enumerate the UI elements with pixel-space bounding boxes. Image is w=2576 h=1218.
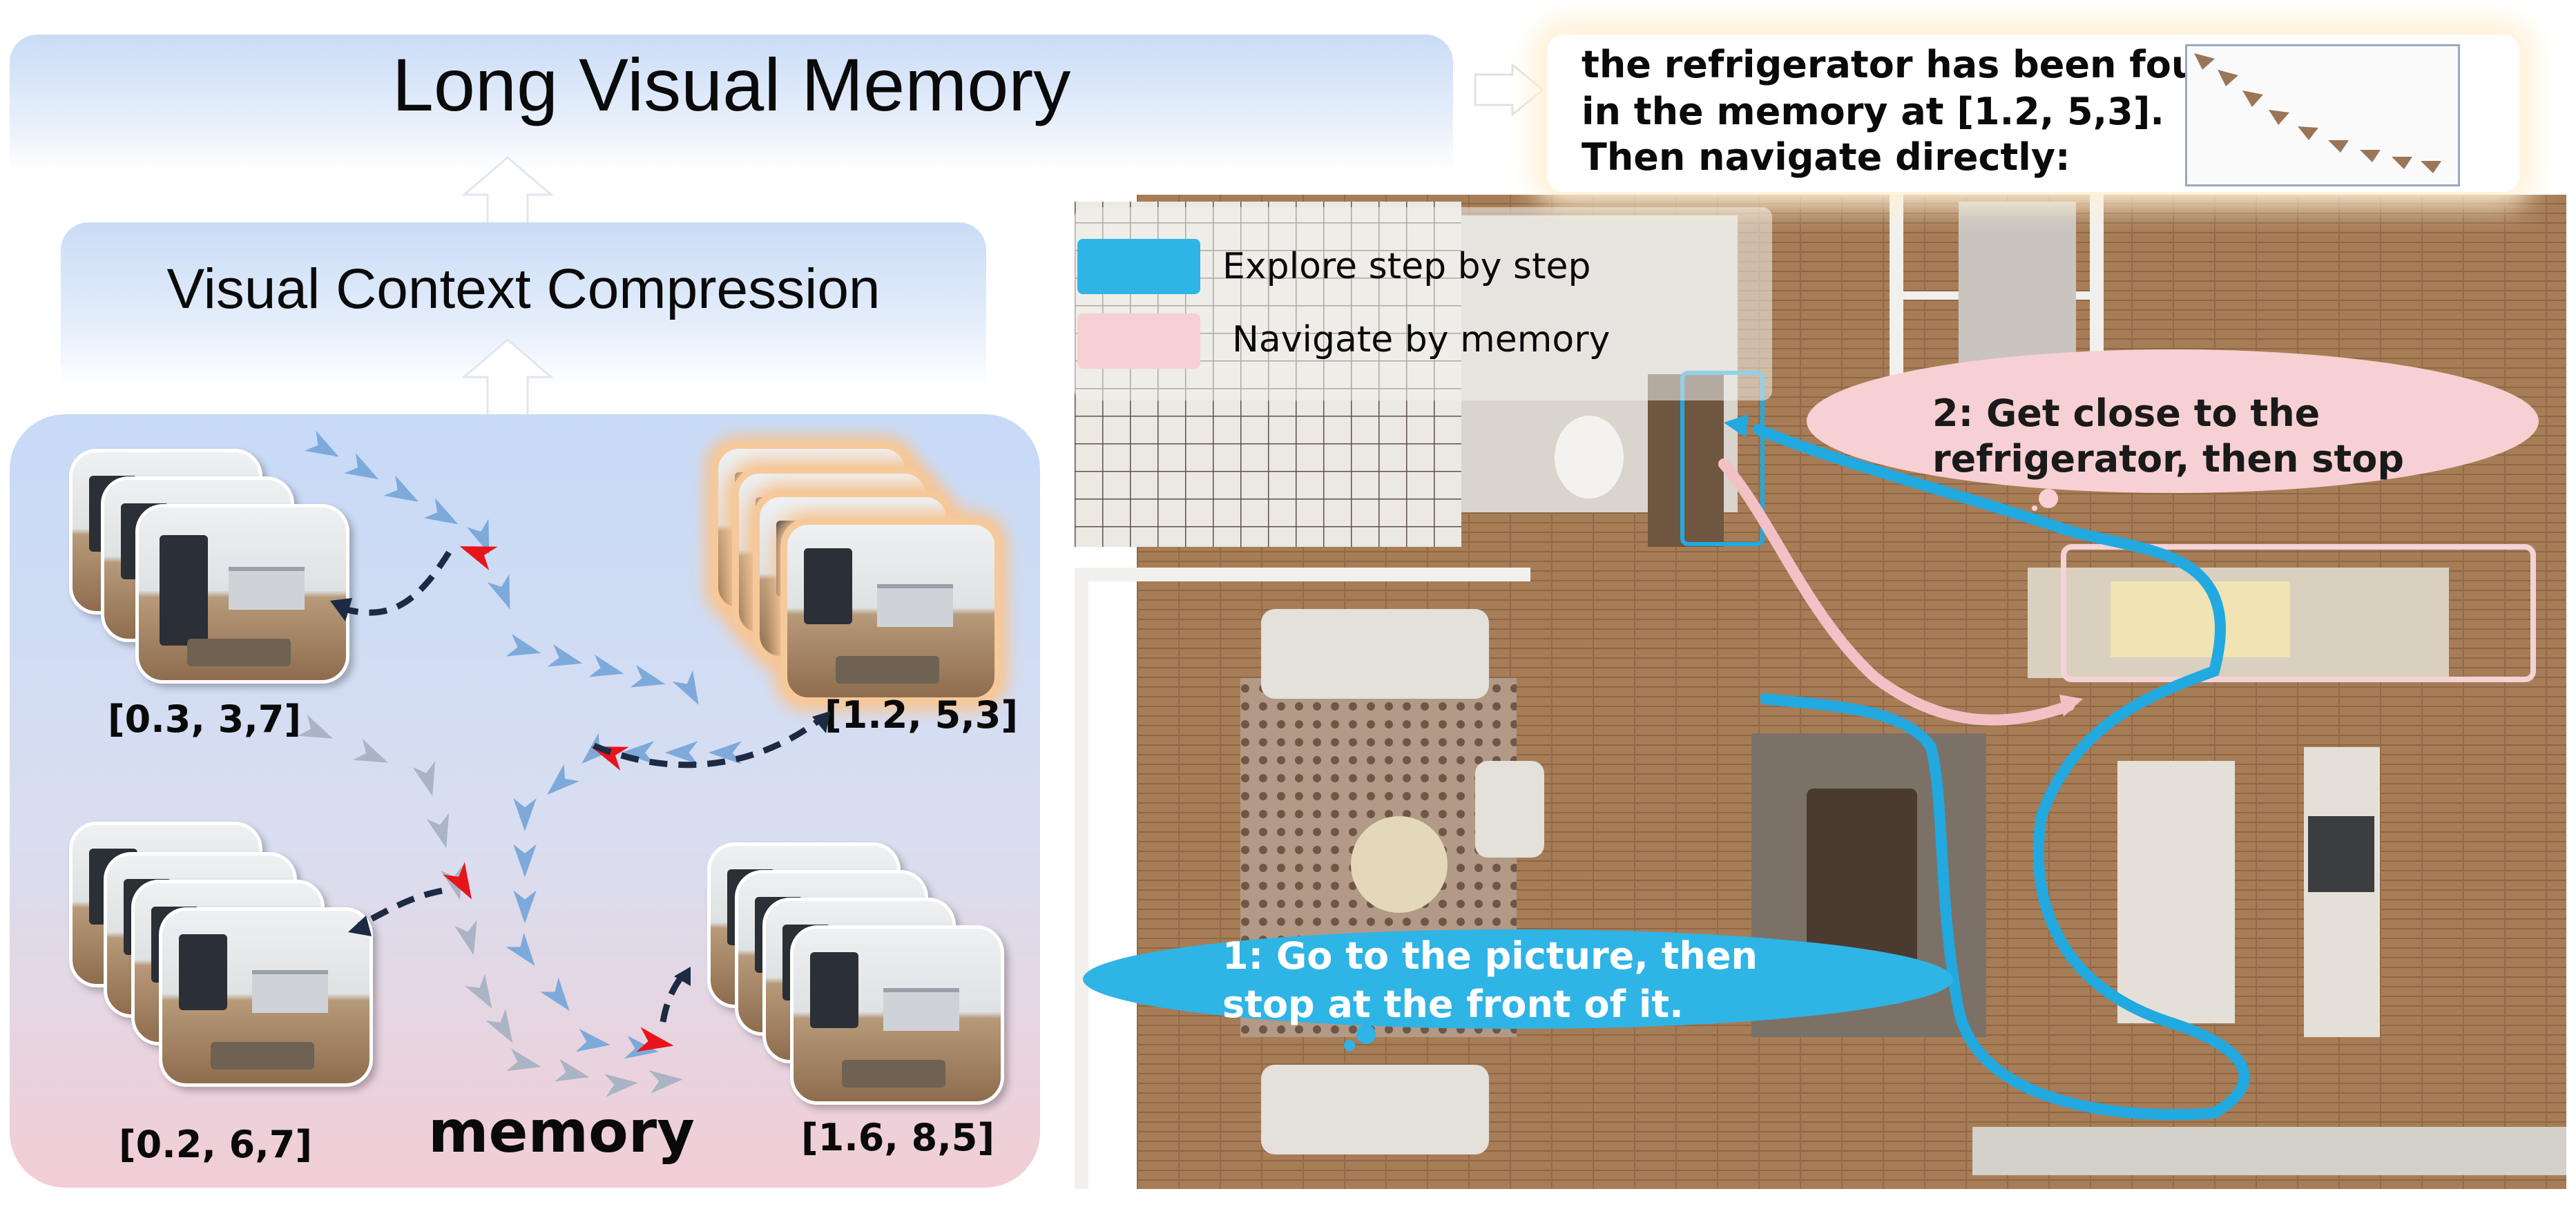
- trajectory-chevron: [540, 977, 570, 1012]
- instruction-1-bubble: [1083, 929, 1953, 1051]
- cabinet-row: [1972, 1127, 2566, 1175]
- info-line: Then navigate directly:: [1582, 135, 2070, 179]
- trajectory-inset: [2185, 44, 2460, 186]
- instruction-2-line: 2: Get close to the: [1932, 392, 2320, 435]
- frame-image: [780, 518, 1001, 704]
- instruction-2-bubble: [1807, 349, 2539, 511]
- sofa: [1261, 609, 1489, 699]
- dashed-link-4: [660, 972, 686, 1023]
- instruction-1-line: stop at the front of it.: [1222, 983, 1684, 1026]
- trajectory-chevron: [636, 1027, 674, 1052]
- info-line: in the memory at [1.2, 5,3].: [1582, 90, 2164, 133]
- trajectory-chevron: [621, 741, 655, 764]
- dashed-link-arrowhead: [330, 598, 352, 621]
- dashed-link-arrowhead: [348, 916, 372, 936]
- trajectory-chevron: [604, 1074, 638, 1097]
- trajectory-chevron: [547, 764, 580, 795]
- trajectory-chevron: [506, 1048, 541, 1072]
- sofa: [1261, 1065, 1489, 1154]
- trajectory-chevron: [423, 498, 459, 525]
- trajectory-chevron: [353, 738, 388, 763]
- counter-top: [2111, 581, 2290, 657]
- instruction-1-text: 1: Go to the picture, then stop at the f…: [1222, 932, 1758, 1029]
- trajectory-chevron: [624, 1035, 659, 1059]
- instruction-2-text: 2: Get close to the refrigerator, then s…: [1932, 391, 2404, 482]
- trajectory-chevron: [304, 430, 339, 457]
- trajectory-chevron: [298, 714, 333, 739]
- trajectory-chevron: [466, 519, 490, 554]
- legend-memory-label: Navigate by memory: [1232, 319, 1611, 360]
- kitchen-island: [2117, 761, 2235, 1023]
- trajectory-chevron: [412, 761, 436, 797]
- trajectory-chevron: [443, 862, 472, 900]
- memory-path: [1718, 458, 2075, 726]
- memory-label: memory: [428, 1098, 695, 1166]
- dashed-link-2: [593, 715, 824, 768]
- trajectory-chevron: [547, 644, 583, 667]
- trajectory-chevron: [486, 1008, 513, 1043]
- memory-path-arrowhead: [2059, 695, 2083, 717]
- trajectory-chevron: [513, 844, 537, 878]
- frame-image: [790, 925, 1004, 1105]
- refrigerator-area: [1648, 374, 1724, 547]
- trajectory-chevron: [506, 633, 541, 657]
- explore-path-arrowhead: [1724, 414, 1749, 438]
- legend-memory-swatch: [1077, 313, 1200, 369]
- armchair: [1475, 761, 1544, 858]
- frame-coordinates: [1.2, 5,3]: [825, 693, 1018, 737]
- dashed-link-arrowhead: [674, 967, 691, 986]
- trajectory-chevron: [454, 920, 477, 956]
- trajectory-chevron: [664, 741, 698, 764]
- trajectory-chevron: [440, 864, 463, 900]
- frame-coordinates: [1.6, 8,5]: [801, 1116, 994, 1159]
- dining-table: [1807, 789, 1917, 968]
- trajectory-chevron: [506, 932, 535, 967]
- legend-explore-swatch: [1077, 239, 1200, 294]
- trajectory-chevron: [383, 475, 419, 502]
- trajectory-chevron: [487, 574, 510, 610]
- trajectory-chevron: [513, 798, 537, 831]
- trajectory-chevron: [588, 654, 624, 677]
- trajectory-chevron: [344, 453, 379, 480]
- info-line: the refrigerator has been found: [1582, 43, 2251, 86]
- toilet: [1555, 416, 1624, 499]
- trajectory-chevron: [590, 746, 629, 771]
- trajectory-chevron: [672, 670, 699, 705]
- dashed-link-arrowhead: [812, 711, 830, 733]
- trajectory-arrows: [298, 430, 830, 1097]
- trajectory-chevron: [426, 813, 450, 849]
- frame-coordinates: [0.3, 3,7]: [108, 697, 301, 741]
- legend: [1075, 207, 1772, 400]
- dashed-link-3: [357, 887, 443, 929]
- frame-coordinates: [0.2, 6,7]: [119, 1123, 312, 1166]
- instruction-2-line: refrigerator, then stop: [1932, 437, 2404, 481]
- long-visual-memory-band: [10, 35, 1453, 173]
- trajectory-chevron: [459, 546, 498, 570]
- trajectory-chevron: [648, 1070, 683, 1094]
- trajectory-chevron: [709, 741, 742, 764]
- legend-explore-label: Explore step by step: [1222, 246, 1591, 287]
- trajectory-chevron: [630, 664, 666, 688]
- long-visual-memory-title: Long Visual Memory: [392, 43, 1071, 126]
- coffee-table: [1351, 816, 1448, 913]
- visual-context-compression-title: Visual Context Compression: [166, 258, 881, 320]
- stove: [2308, 816, 2374, 892]
- right-arrow-icon: [1474, 62, 1545, 117]
- explore-path: [1753, 424, 2250, 1121]
- trajectory-chevron: [575, 1028, 611, 1052]
- trajectory-chevron: [465, 974, 492, 1009]
- trajectory-chevron: [513, 890, 537, 924]
- dashed-link-1: [337, 550, 452, 616]
- instruction-1-line: 1: Go to the picture, then: [1222, 934, 1758, 978]
- frame-image: [135, 504, 349, 684]
- frame-image: [159, 907, 373, 1087]
- counter-target-box: [2061, 544, 2536, 682]
- trajectory-chevron: [555, 1058, 590, 1082]
